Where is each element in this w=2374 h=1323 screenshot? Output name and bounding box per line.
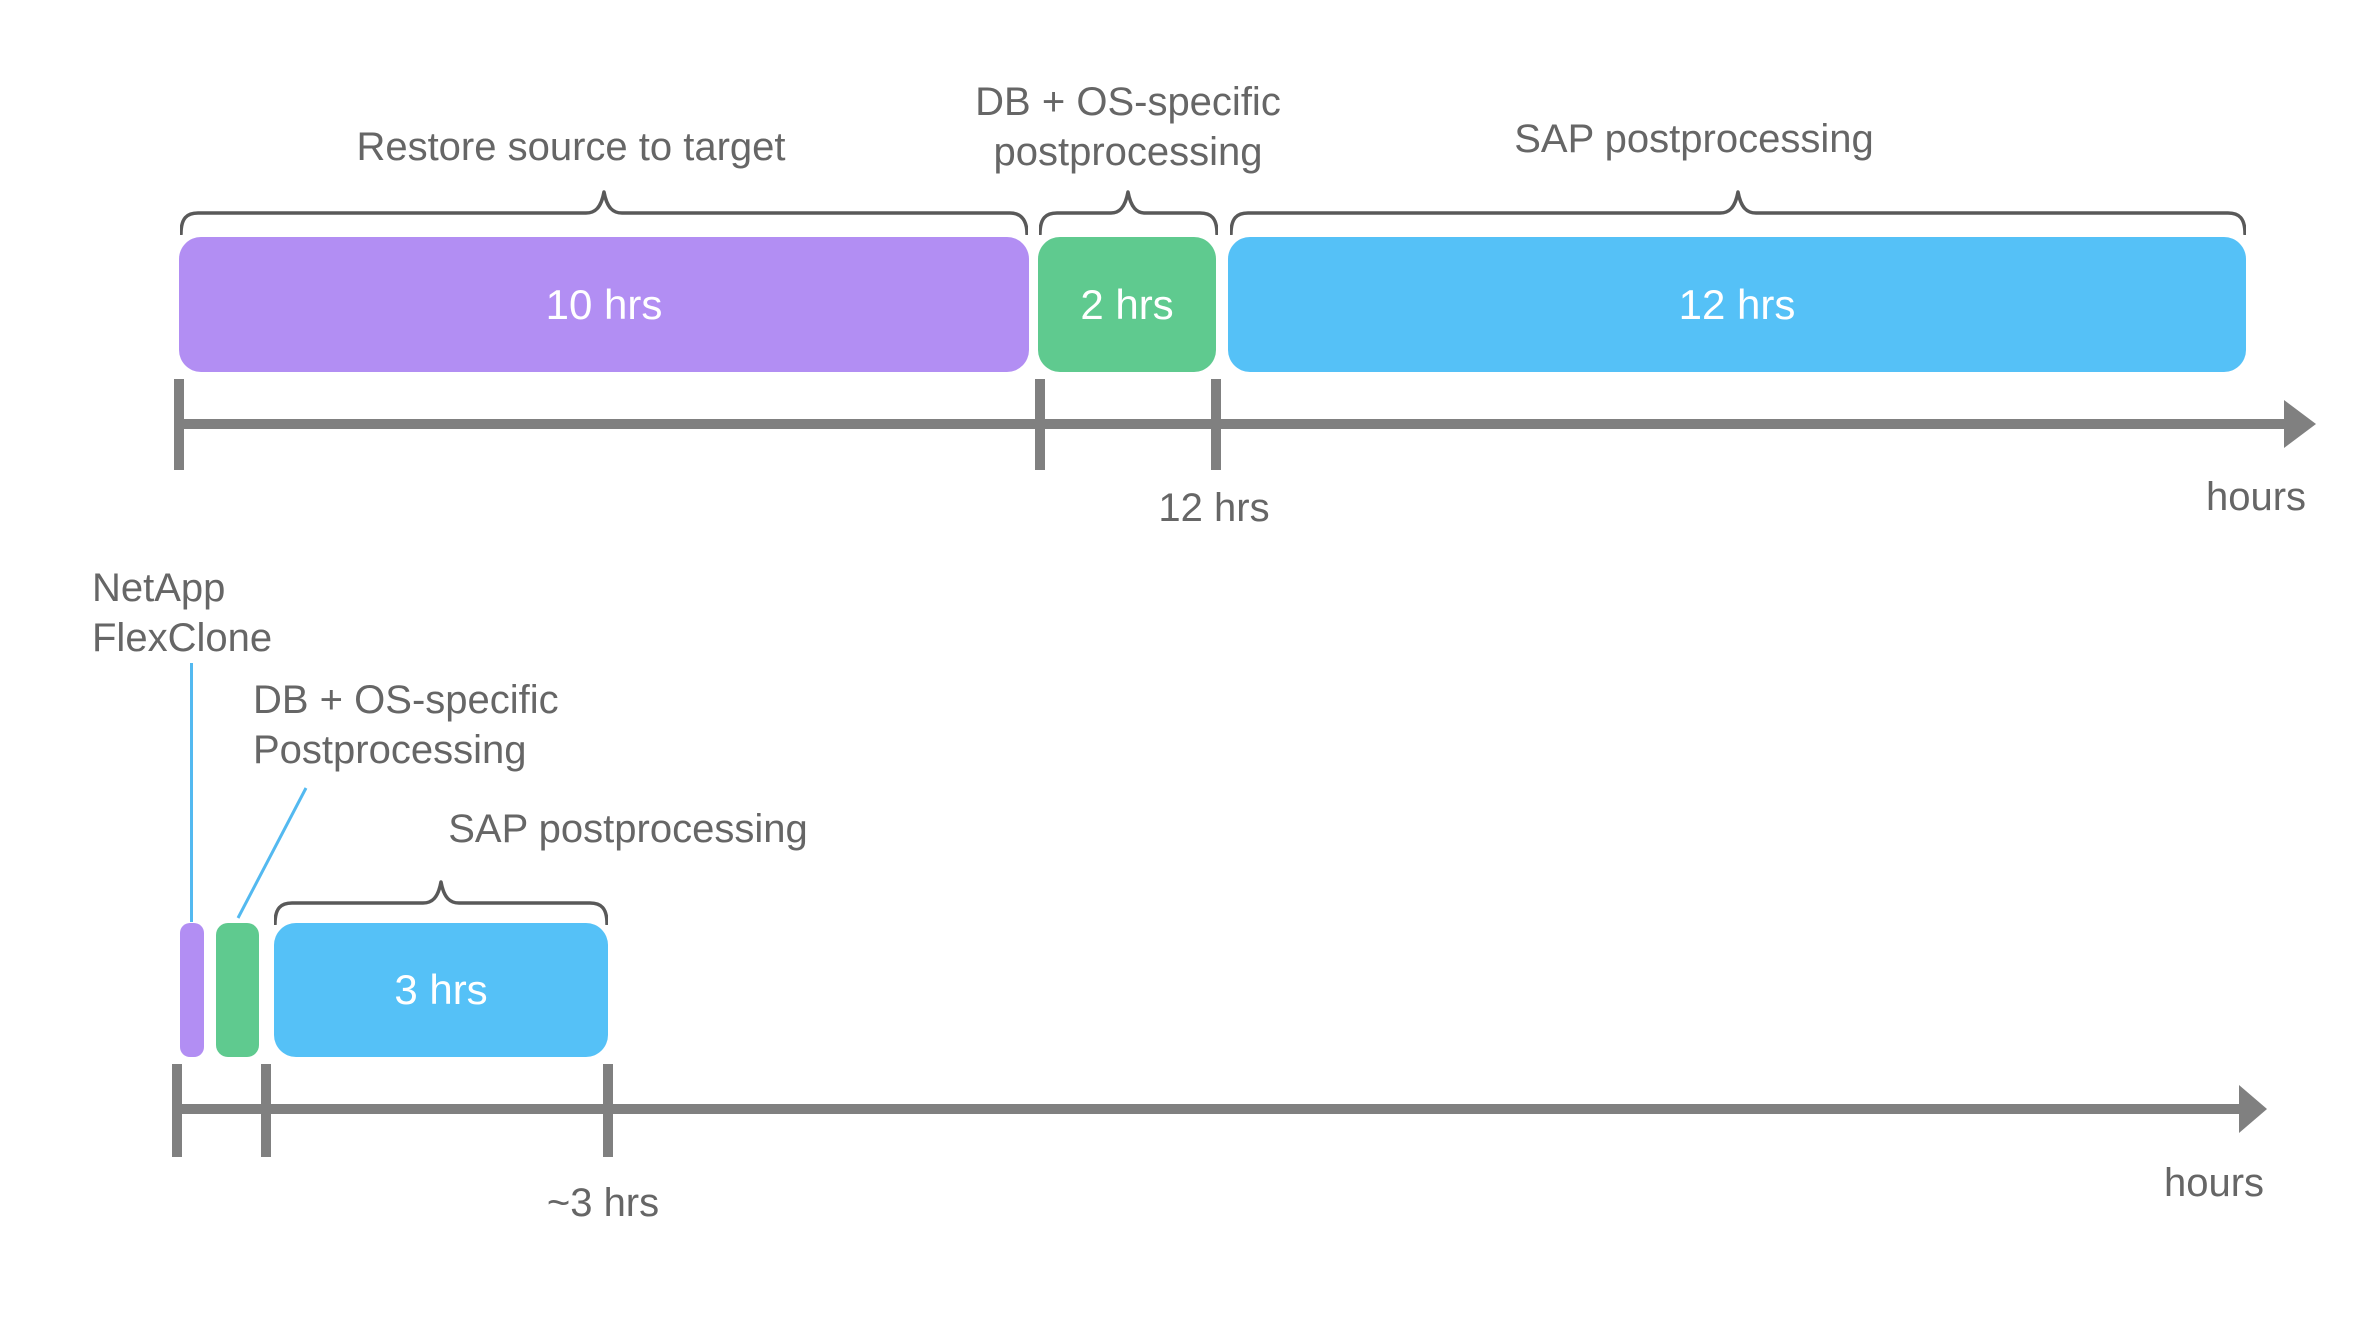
elapsed-label-top: 12 hrs xyxy=(1158,486,1270,530)
hours-label-top: hours xyxy=(2205,475,2307,519)
sap-bar-bottom-duration: 3 hrs xyxy=(394,966,488,1013)
leader-lines xyxy=(190,663,308,922)
sap-bar-bottom: 3 hrs xyxy=(274,923,608,1057)
hours-label-bottom: hours xyxy=(2163,1161,2265,1205)
netapp-flexclone-label: NetApp FlexClone xyxy=(92,566,273,660)
sap-brace-bottom xyxy=(274,880,608,925)
sap-brace xyxy=(1230,190,2246,235)
restore-bar: 10 hrs xyxy=(179,237,1029,372)
sap-bar-duration: 12 hrs xyxy=(1678,280,1796,328)
db-os-bar: 2 hrs xyxy=(1038,237,1216,372)
flexclone-bar xyxy=(180,923,204,1057)
top-axis-tick-start xyxy=(174,379,184,470)
elapsed-label-bottom: ~3 hrs xyxy=(546,1181,660,1225)
db-os-bar-bottom xyxy=(216,923,259,1057)
bottom-axis-tick-mid xyxy=(261,1064,271,1157)
db-os-bar-duration: 2 hrs xyxy=(1080,280,1174,328)
bottom-axis xyxy=(172,1064,2267,1157)
restore-label: Restore source to target xyxy=(356,125,786,169)
db-os-label-top: DB + OS-specific postprocessing xyxy=(975,80,1281,174)
bottom-axis-tick-start xyxy=(172,1064,182,1157)
sap-bar: 12 hrs xyxy=(1228,237,2246,372)
top-axis-tick-10 xyxy=(1035,379,1045,470)
restore-bar-duration: 10 hrs xyxy=(545,280,663,328)
restore-brace xyxy=(180,190,1028,235)
bottom-axis-tick-3 xyxy=(603,1064,613,1157)
sap-label-bottom: SAP postprocessing xyxy=(448,807,808,851)
top-axis xyxy=(174,379,2316,470)
bottom-axis-arrow xyxy=(2239,1085,2267,1133)
db-os-leader-line xyxy=(236,787,308,919)
top-axis-arrow xyxy=(2284,400,2316,448)
db-os-label-bottom: DB + OS-specific Postprocessing xyxy=(253,678,559,772)
sap-label-top: SAP postprocessing xyxy=(1514,117,1874,161)
top-axis-tick-12 xyxy=(1211,379,1221,470)
db-os-brace xyxy=(1039,190,1218,235)
